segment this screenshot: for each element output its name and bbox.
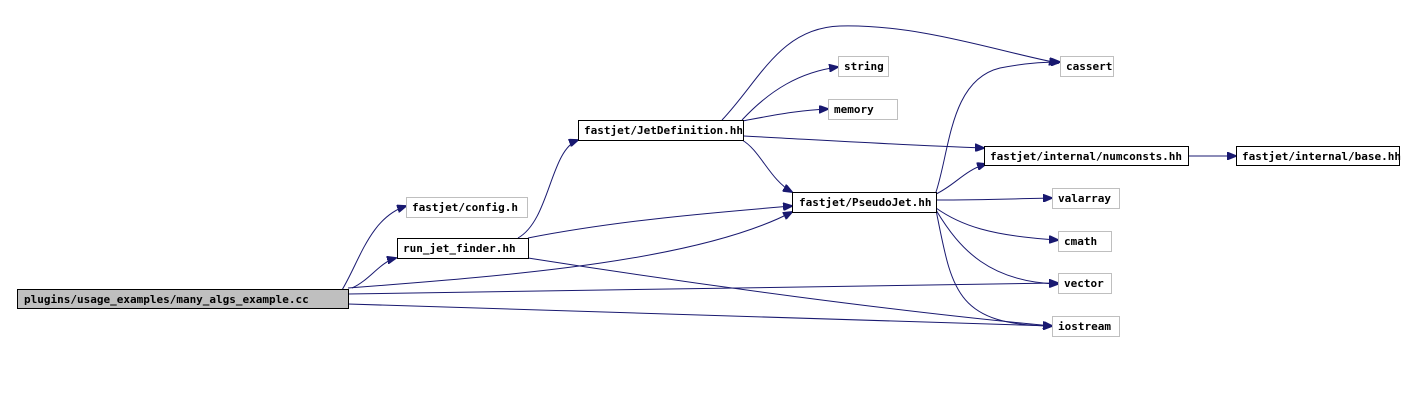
node-base[interactable]: fastjet/internal/base.hh <box>1236 146 1401 166</box>
node-numconsts[interactable]: fastjet/internal/numconsts.hh <box>984 146 1189 166</box>
node-label: plugins/usage_examples/many_algs_example… <box>24 293 309 306</box>
edge-pseudojet-vector <box>935 209 1058 284</box>
edge-runjet-jetdef <box>517 140 578 239</box>
node-pseudojet[interactable]: fastjet/PseudoJet.hh <box>792 192 937 213</box>
node-label: cmath <box>1064 235 1097 248</box>
edge-root-pseudojet <box>347 212 792 289</box>
node-label: iostream <box>1058 320 1111 333</box>
node-memory[interactable]: memory <box>828 99 898 120</box>
edge-jetdef-memory <box>741 109 828 122</box>
edge-root-config <box>341 206 406 291</box>
edge-jetdef-cassert <box>721 25 1058 121</box>
edge-jetdef-string <box>741 67 838 121</box>
nodes: plugins/usage_examples/many_algs_example… <box>17 56 1401 337</box>
edge-pseudojet-numconsts <box>935 164 986 195</box>
node-label: fastjet/PseudoJet.hh <box>799 196 931 209</box>
edge-pseudojet-iostream <box>935 209 1052 326</box>
edge-jetdef-pseudojet <box>741 139 792 192</box>
node-string[interactable]: string <box>838 56 889 77</box>
node-cmath[interactable]: cmath <box>1058 231 1112 252</box>
node-label: fastjet/internal/numconsts.hh <box>990 150 1182 163</box>
edge-jetdef-numconsts <box>743 135 984 148</box>
edge-root-runjet <box>351 258 396 289</box>
node-label: valarray <box>1058 192 1111 205</box>
node-config-h[interactable]: fastjet/config.h <box>406 197 528 218</box>
node-iostream[interactable]: iostream <box>1052 316 1120 337</box>
node-vector[interactable]: vector <box>1058 273 1112 294</box>
edge-root-iostream <box>347 303 1052 326</box>
edge-pseudojet-valarray <box>935 198 1052 200</box>
edge-runjet-pseudojet <box>527 206 792 239</box>
edges <box>341 25 1236 326</box>
node-jet-definition[interactable]: fastjet/JetDefinition.hh <box>578 120 744 141</box>
node-label: run_jet_finder.hh <box>403 242 516 255</box>
edge-pseudojet-cmath <box>935 207 1058 240</box>
node-cassert[interactable]: cassert <box>1060 56 1114 77</box>
node-label: string <box>844 60 884 73</box>
node-label: memory <box>834 103 874 116</box>
node-label: vector <box>1064 277 1104 290</box>
node-label: fastjet/config.h <box>412 201 518 214</box>
node-label: fastjet/JetDefinition.hh <box>584 124 743 137</box>
edge-runjet-iostream <box>527 257 1052 326</box>
node-label: cassert <box>1066 60 1112 73</box>
node-many-algs-example[interactable]: plugins/usage_examples/many_algs_example… <box>17 289 349 309</box>
node-label: fastjet/internal/base.hh <box>1242 150 1401 163</box>
edge-pseudojet-cassert <box>935 62 1060 193</box>
node-valarray[interactable]: valarray <box>1052 188 1120 209</box>
node-run-jet-finder[interactable]: run_jet_finder.hh <box>397 238 529 259</box>
